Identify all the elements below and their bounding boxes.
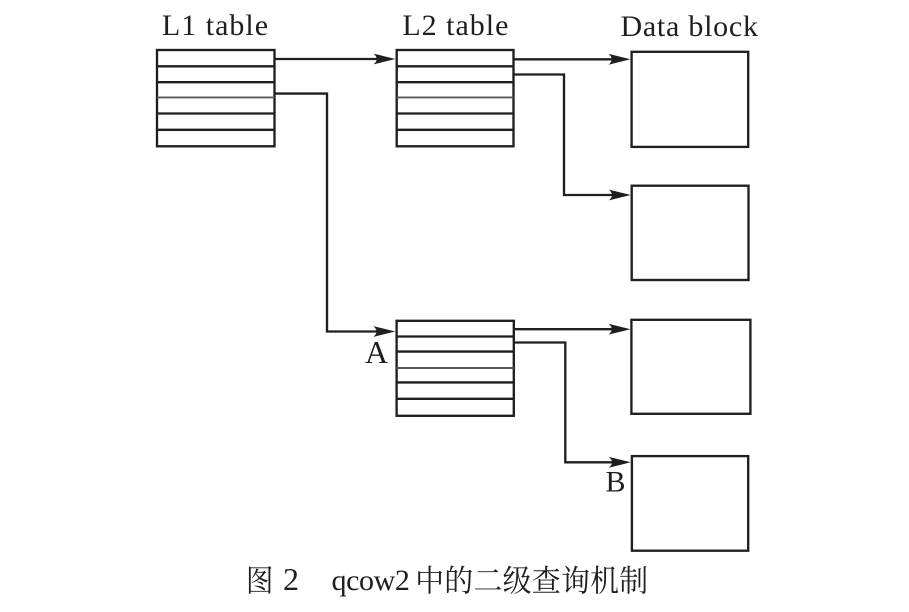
svg-text:B: B (606, 466, 626, 499)
svg-text:A: A (365, 334, 388, 370)
svg-text:qcow2: qcow2 (332, 564, 410, 597)
svg-text:L2 table: L2 table (402, 9, 509, 42)
svg-text:L1 table: L1 table (162, 9, 269, 42)
svg-text:Data block: Data block (620, 10, 758, 43)
svg-text:2: 2 (283, 561, 299, 597)
